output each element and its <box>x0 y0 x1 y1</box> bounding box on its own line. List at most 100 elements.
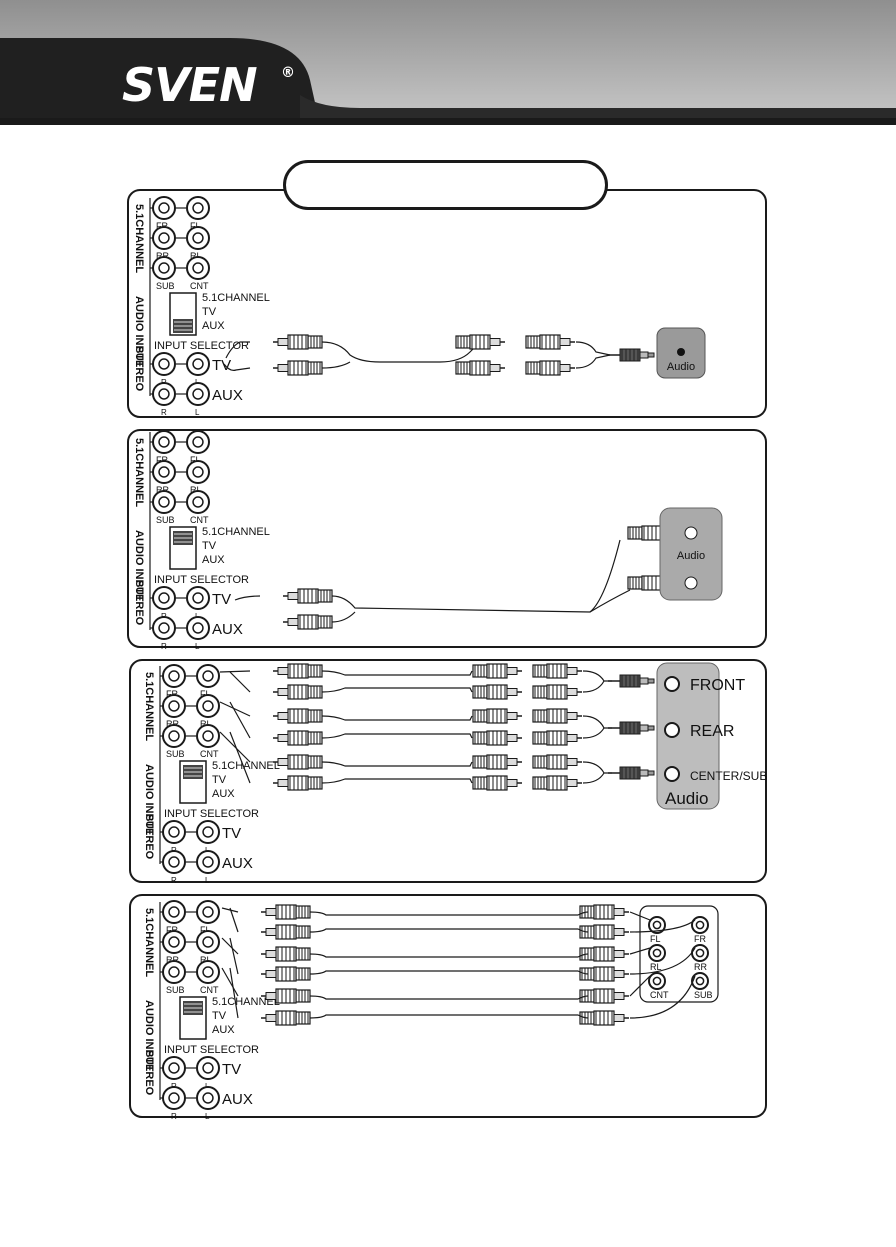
panel-3-selector-51: 5.1CHANNEL <box>212 760 280 772</box>
panel-3-plug-adapter-4-tip <box>566 758 578 766</box>
panel-2-jack-rl-inner <box>192 466 204 478</box>
panel-2-selector-tv: TV <box>202 540 217 552</box>
panel-4-spk-wire-b-2 <box>629 975 696 1019</box>
panel-3-plug-mid-4-tip <box>506 758 518 766</box>
panel-4-spk-jack-fr-inner <box>695 920 705 930</box>
header-banner <box>0 0 896 125</box>
panel-3-plug-adapter-5-tip <box>566 779 578 787</box>
panel-3-plug-mid-1-tip <box>506 688 518 696</box>
panel-3-wire-jack-2 <box>219 701 251 717</box>
panel-3-jack-stereo-r-0-inner <box>168 826 180 838</box>
panel-3-plug-mid-3-tip <box>506 734 518 742</box>
panel-4-selector-tv: TV <box>212 1010 227 1022</box>
panel-1-audio-socket <box>677 348 685 356</box>
panel-2-label-l-1: L <box>195 642 200 651</box>
panel-3-input-selector-label: INPUT SELECTOR <box>164 808 259 820</box>
panel-1-label-tv: TV <box>212 357 231 374</box>
panel-4-plug-left-0-tip <box>265 908 277 916</box>
registered-mark: ® <box>281 65 295 81</box>
panel-2-jack-rr-inner <box>158 466 170 478</box>
panel-3-label-rear: REAR <box>690 723 734 740</box>
panel-3-plug-mid-1 <box>472 684 522 700</box>
panel-4-label-sub: SUB <box>166 985 185 995</box>
panel-3-plug-adapter-0-tip <box>566 667 578 675</box>
panel-1-wire-adapter-b <box>575 354 611 369</box>
panel-1-vlabel-stereo: STEREO <box>133 346 145 392</box>
panel-3-label-center-sub: CENTER/SUB <box>690 769 767 783</box>
panel-2-wire-jack <box>234 595 261 601</box>
panel-1-plug-adapter-b-tip <box>559 364 571 372</box>
panel-1-input-selector-label: INPUT SELECTOR <box>154 340 249 352</box>
panel-4-plug-left-3-tip <box>265 970 277 978</box>
panel-4-jack-stereo-l-1-inner <box>202 1092 214 1104</box>
panel-1-jack-rl-inner <box>192 232 204 244</box>
panel-2-selector-aux: AUX <box>202 554 225 566</box>
panel-3-jack-stereo-l-0-inner <box>202 826 214 838</box>
panel-1-audio-label: Audio <box>667 361 695 373</box>
panel-1-plug-adapter-b <box>525 360 575 376</box>
panel-3-audio-label: Audio <box>665 789 708 808</box>
panel-3-label-aux: AUX <box>222 855 253 872</box>
panel-4-spk-jack-rr-inner <box>695 948 705 958</box>
panel-1-wire-adapter-a <box>575 341 611 356</box>
panel-3-wire-mini-b-2 <box>582 727 605 739</box>
panel-1-jack-sub-inner <box>158 262 170 274</box>
panel-3-label-r-1: R <box>171 876 177 885</box>
panel-3-jack-rl-inner <box>202 700 214 712</box>
panel-3-jack-stereo-r-1-inner <box>168 856 180 868</box>
panel-2-label-tv: TV <box>212 591 231 608</box>
panel-1-plug-adapter-a-tip <box>559 338 571 346</box>
panel-4-wire-jack-3 <box>229 937 239 975</box>
panel-1-vlabel-input: AUDIO INPUT <box>133 296 145 368</box>
panel-1-wire-jack-a <box>225 341 250 359</box>
panel-3-label-front: FRONT <box>690 677 745 694</box>
panel-3-jack-cnt-inner <box>202 730 214 742</box>
panel-1-label-aux: AUX <box>212 387 243 404</box>
panel-4-spk-wire-b-1 <box>629 947 696 975</box>
panel-1-plug-mid-a <box>455 334 505 350</box>
panel-3-plug-mid-5-tip <box>506 779 518 787</box>
panel-3-label-sub: SUB <box>166 749 185 759</box>
panel-4-wire-3 <box>309 970 589 975</box>
panel-1-plug-mid-b <box>455 360 505 376</box>
panel-3-plug-adapter-1 <box>532 684 582 700</box>
panel-3-socket-center-sub <box>664 766 680 782</box>
panel-3-plug-mid-3 <box>472 730 522 746</box>
panel-4-spk-wire-a-0 <box>629 911 651 921</box>
panel-3-plug-adapter-3 <box>532 730 582 746</box>
panel-4-wire-1 <box>309 928 589 933</box>
panel-2-audio-device <box>659 507 723 601</box>
panel-3-wire-5 <box>321 778 473 784</box>
panel-3-plug-mid-2-tip <box>506 712 518 720</box>
panel-4-spk-jack-rl-inner <box>652 948 662 958</box>
panel-4-label-fr: FR <box>166 925 178 935</box>
panel-4-spk-label-sub: SUB <box>694 990 713 1000</box>
panel-3-vlabel-input: AUDIO INPUT <box>143 764 155 836</box>
panel-1-vlabel-51: 5.1CHANNEL <box>133 204 145 273</box>
panel-1-wire-b <box>321 361 351 369</box>
panel-3-plug-adapter-1-tip <box>566 688 578 696</box>
panel-4-plug-left-0 <box>261 904 311 920</box>
panel-3-socket-rear <box>664 722 680 738</box>
panel-1-jack-stereo-l-0-inner <box>192 358 204 370</box>
panel-2-plug-left-b-tip <box>287 618 299 626</box>
panel-3-wire-jack-4 <box>219 731 251 763</box>
panel-3-plug-adapter-2-tip <box>566 712 578 720</box>
panel-1-jack-stereo-r-0-inner <box>158 358 170 370</box>
panel-3-wire-jack-1 <box>229 671 251 693</box>
panel-4-plug-right-2 <box>579 946 629 962</box>
panel-2-label-r-1: R <box>161 642 167 651</box>
panel-1-jack-fl-inner <box>192 202 204 214</box>
panel-1-jack-cnt-inner <box>192 262 204 274</box>
panel-4-spk-wire-b-0 <box>629 919 696 933</box>
panel-4-spk-wire-a-1 <box>629 947 651 955</box>
panel-1-jack-rr-inner <box>158 232 170 244</box>
panel-4-wire-jack-0 <box>221 907 239 913</box>
panel-3-mini-plug-b-ring <box>639 724 649 732</box>
panel-4-vlabel-51: 5.1CHANNEL <box>143 908 155 977</box>
panel-2-label-rl: RL <box>190 485 202 495</box>
panel-1-label-rr: RR <box>156 251 169 261</box>
panel-4-vlabel-stereo: STEREO <box>143 1050 155 1096</box>
panel-3-wire-0 <box>321 670 473 676</box>
panel-4-jack-fr-inner <box>168 906 180 918</box>
